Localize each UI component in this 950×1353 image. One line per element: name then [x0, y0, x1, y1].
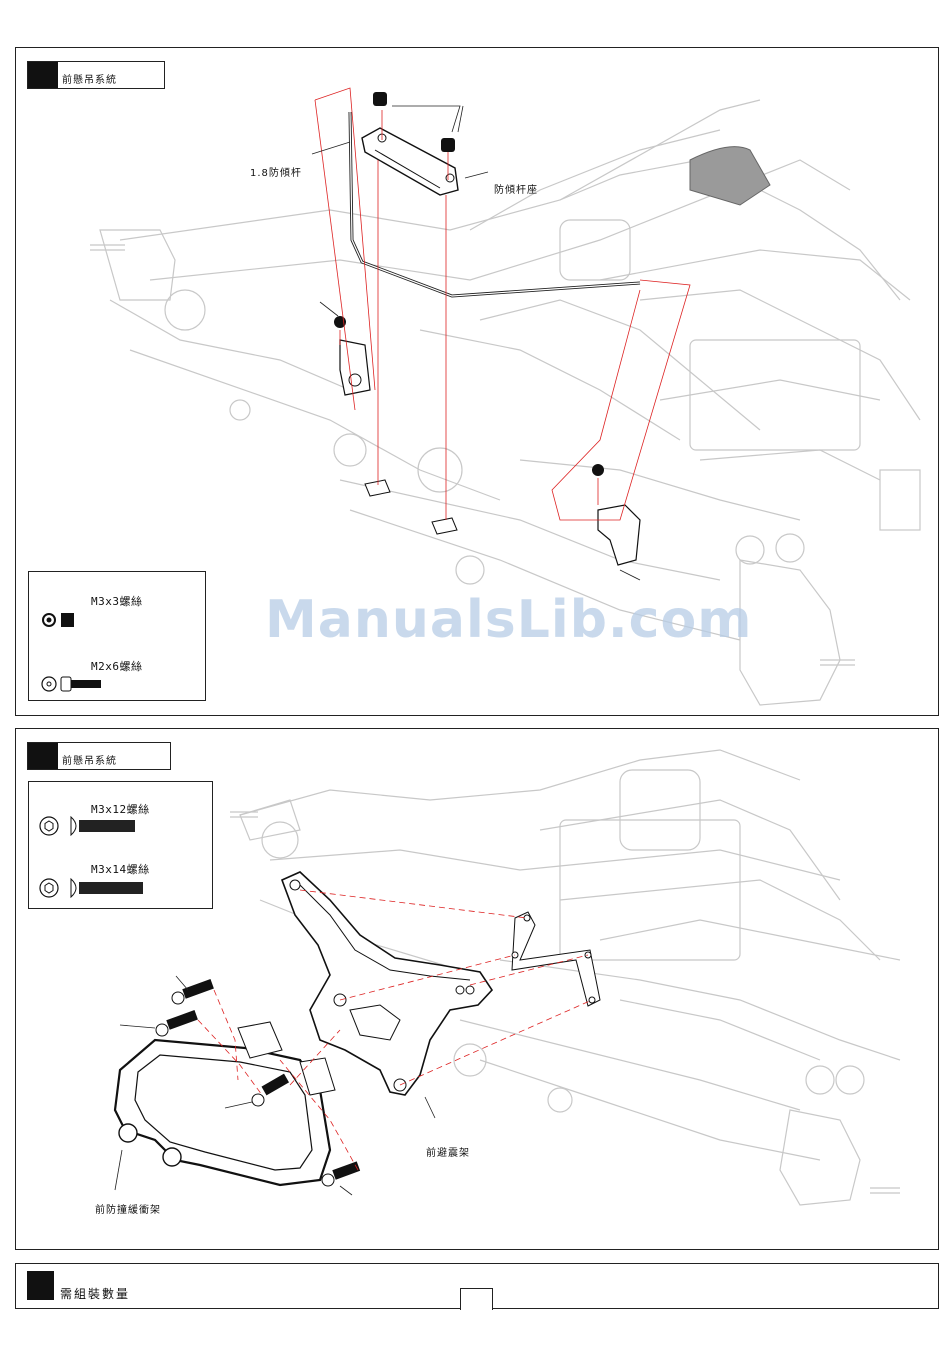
m3x14-screw-icon: [37, 876, 157, 902]
bumper-label: 前防撞緩衝架: [95, 1201, 161, 1216]
page-number-tab: [460, 1288, 493, 1310]
footer-number-box: [27, 1271, 54, 1300]
step2-illustration: [0, 0, 950, 1260]
step2-parts-legend: M3x12螺絲 M3x14螺絲: [28, 781, 213, 909]
shock-tower-label: 前避震架: [426, 1144, 470, 1159]
step2-number-box: [28, 743, 58, 769]
step2-header: 前懸吊系統: [27, 742, 171, 770]
m3x12-screw-icon: [37, 814, 147, 840]
legend-item-m3x14-label: M3x14螺絲: [91, 861, 150, 877]
step2-title: 前懸吊系統: [62, 752, 117, 767]
footer-title: 需組裝數量: [60, 1285, 130, 1302]
